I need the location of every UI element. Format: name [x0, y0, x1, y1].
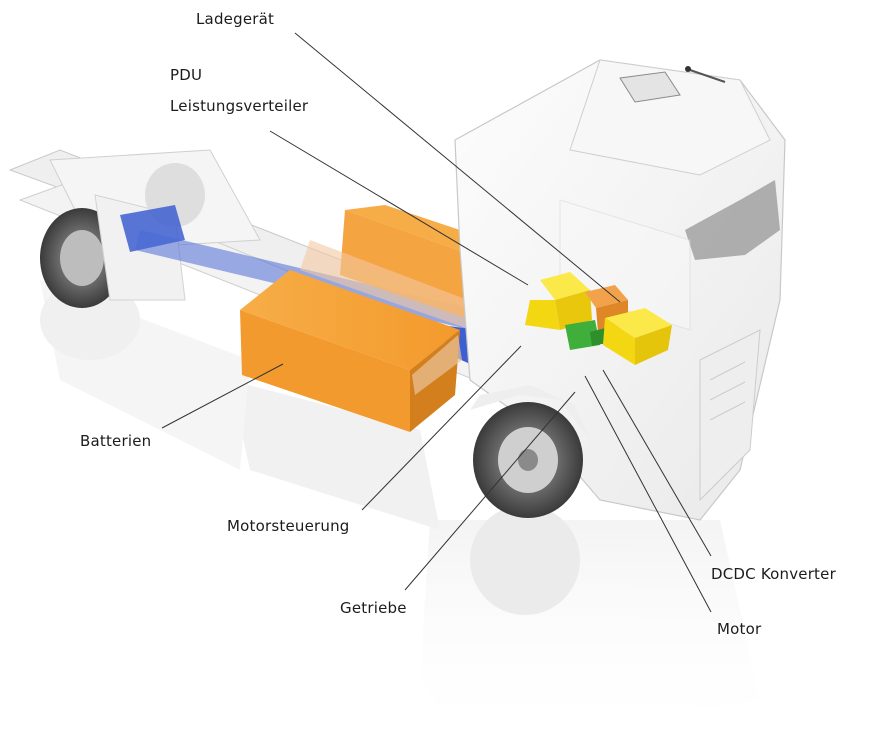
pdu-right-component — [603, 308, 672, 365]
label-dcdc: DCDC Konverter — [711, 565, 836, 583]
battery-front — [240, 270, 462, 432]
leader-getriebe — [404, 391, 576, 591]
leader-leistungsverteiler — [269, 130, 529, 286]
label-leistungsverteiler: Leistungsverteiler — [170, 97, 309, 115]
pdu-component — [525, 272, 592, 330]
label-motor: Motor — [717, 620, 762, 638]
label-pdu: PDU — [170, 66, 203, 84]
leader-ladegeraet — [294, 32, 621, 303]
label-ladegeraet: Ladegerät — [196, 10, 275, 28]
leader-motorsteuerung — [361, 345, 522, 511]
label-getriebe: Getriebe — [340, 599, 407, 617]
label-batterien: Batterien — [80, 432, 152, 450]
leader-lines — [161, 32, 712, 613]
leader-batterien — [161, 363, 284, 429]
reflection — [40, 280, 760, 751]
leader-motor — [584, 375, 712, 613]
label-motorsteuerung: Motorsteuerung — [227, 517, 350, 535]
dcdc-component — [565, 320, 607, 350]
leader-dcdc — [602, 369, 712, 557]
front-wheel — [470, 385, 590, 518]
